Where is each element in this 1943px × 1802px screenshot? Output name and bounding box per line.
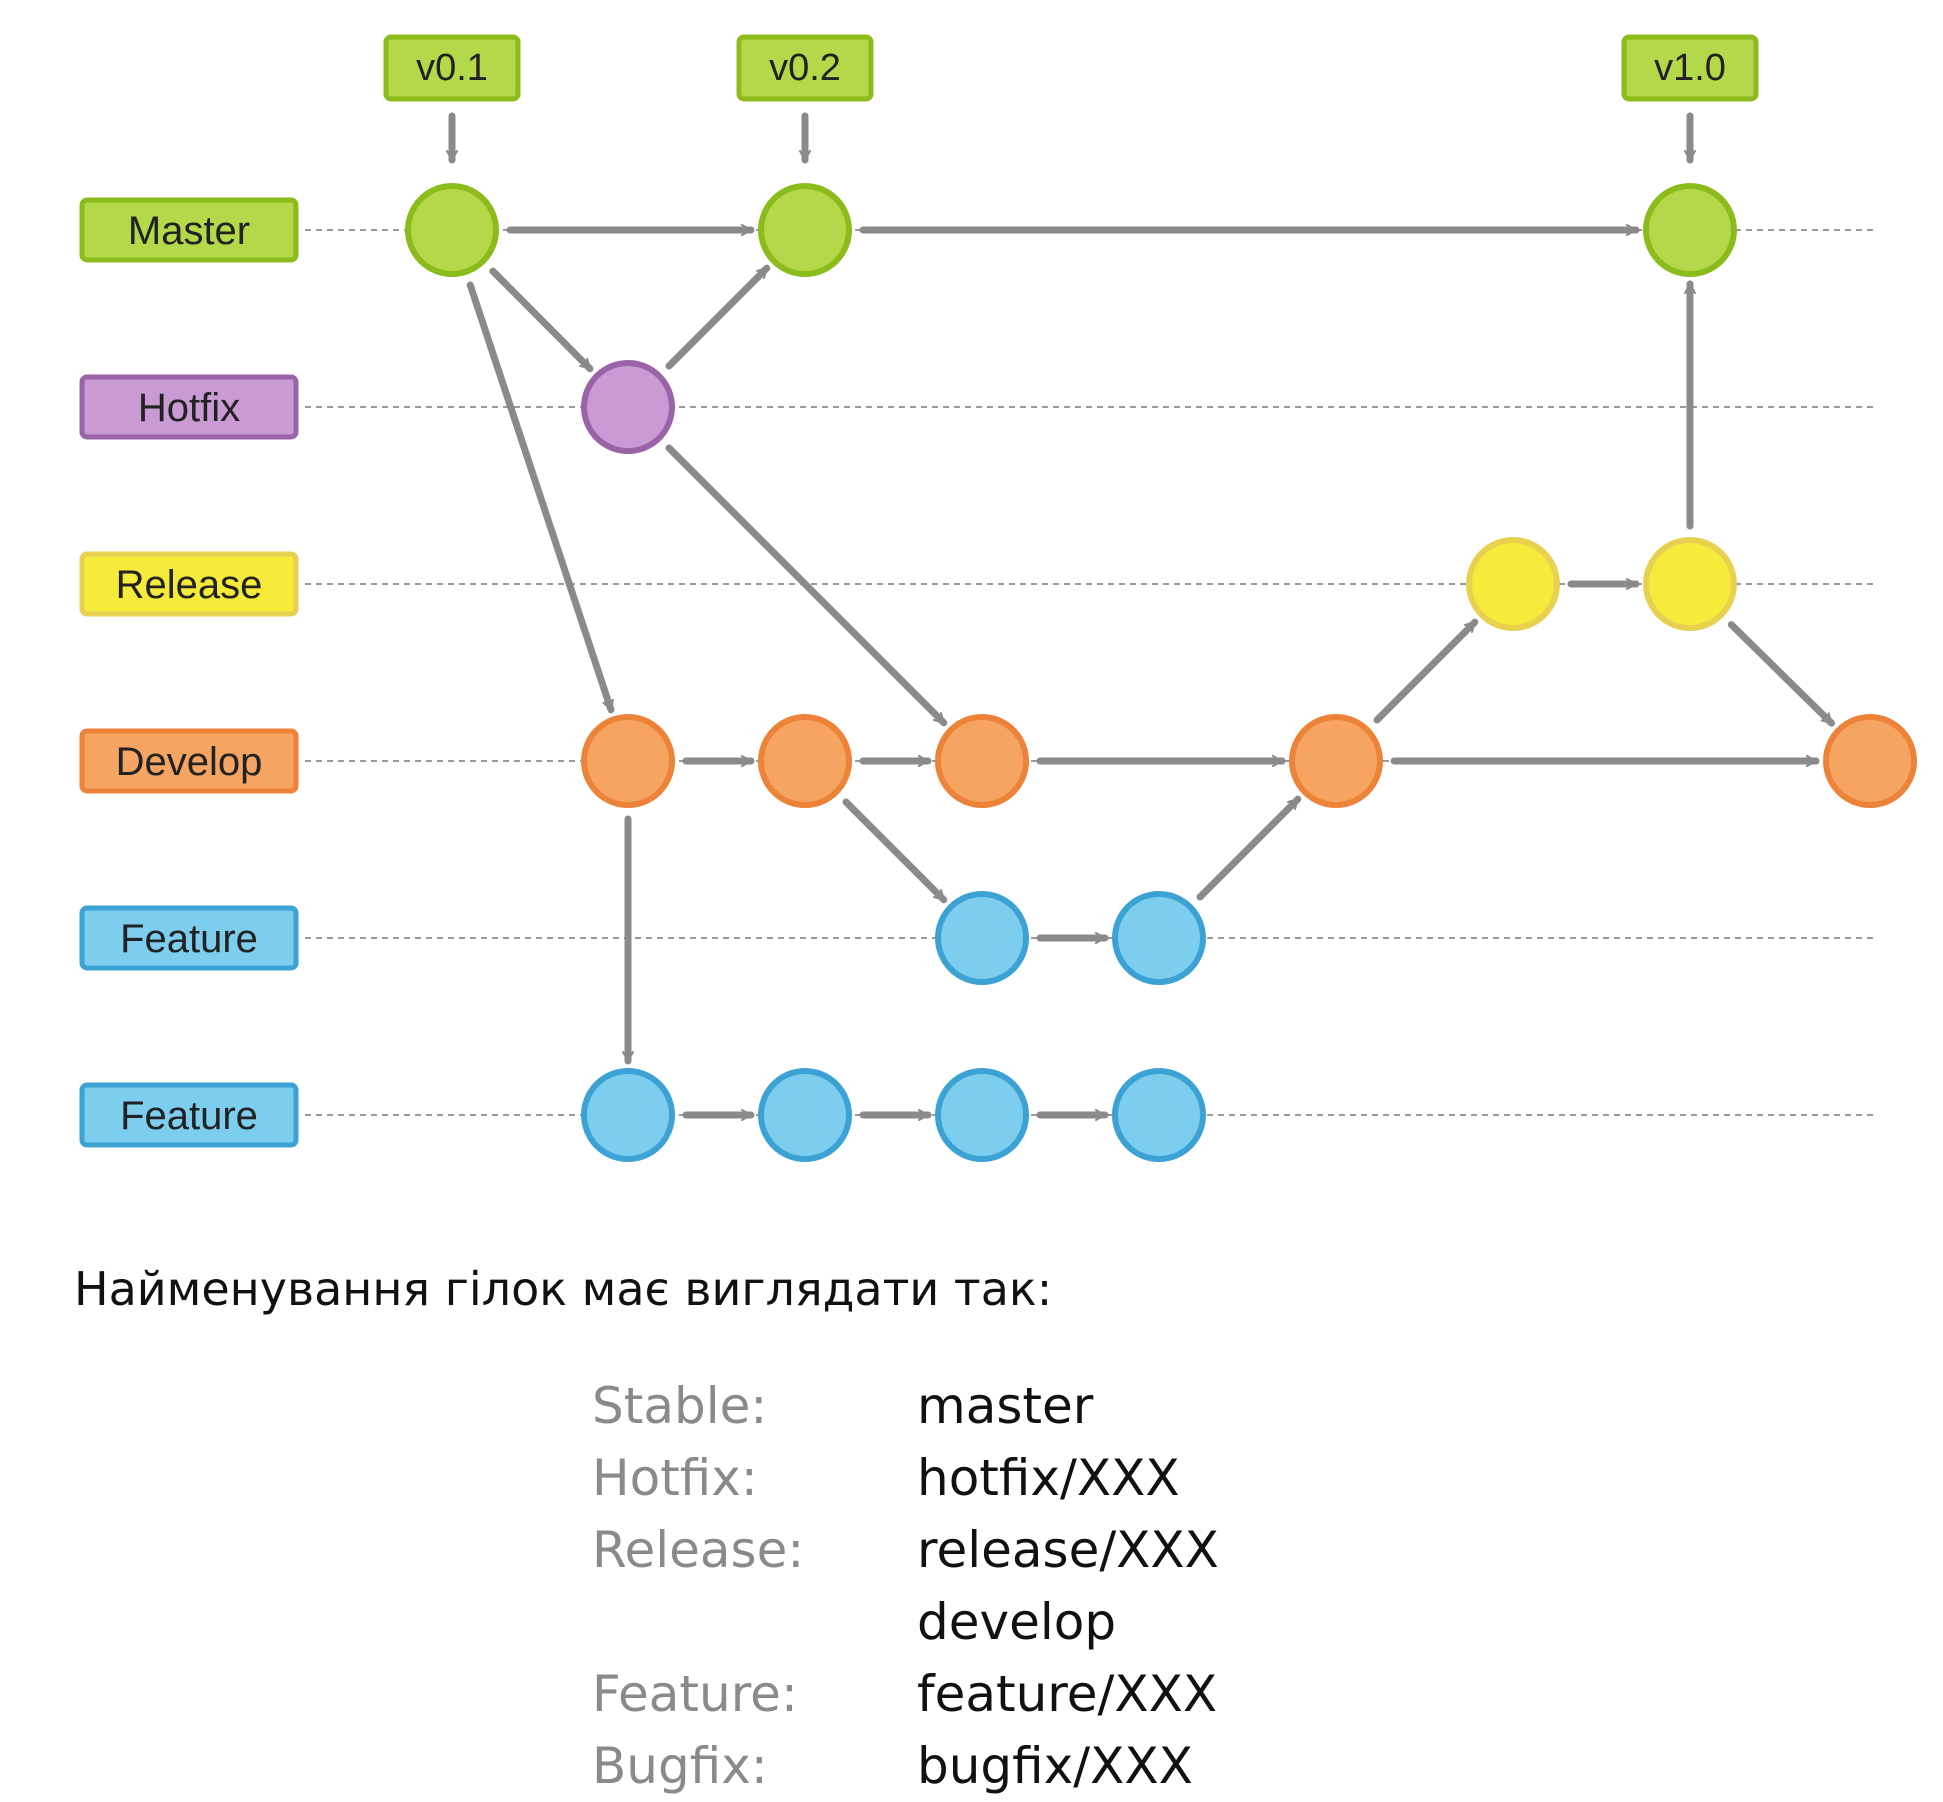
naming-row: Bugfix: bugfix/XXX <box>592 1730 1219 1802</box>
commit-node-d5 <box>1823 714 1917 808</box>
version-tag: v1.0 <box>1621 34 1759 164</box>
lane-label-text: Develop <box>116 740 263 784</box>
commit-node-m3 <box>1643 183 1737 277</box>
develop-branch-label: Develop <box>79 728 299 794</box>
branch-kind-label: Bugfix: <box>592 1737 768 1795</box>
naming-row: Hotfix: hotfix/XXX <box>592 1442 1219 1514</box>
version-tag: v0.2 <box>736 34 874 164</box>
naming-row: Stable: master <box>592 1370 1219 1442</box>
commit-node-d1 <box>581 714 675 808</box>
commit-node-m1 <box>405 183 499 277</box>
edge-arrow-d2-to-fa1 <box>842 798 948 904</box>
branch-name-pattern: feature/XXX <box>917 1665 1218 1723</box>
branch-name-pattern: release/XXX <box>917 1521 1219 1579</box>
branch-naming-caption: Найменування гілок має виглядати так: <box>74 1262 1053 1316</box>
commit-node-fa2 <box>1112 891 1206 985</box>
version-tag: v0.1 <box>383 34 521 164</box>
commit-node-fb2 <box>758 1068 852 1162</box>
commit-node-r1 <box>1466 537 1560 631</box>
lane-label-text: Feature <box>120 1094 258 1138</box>
commit-node-d4 <box>1289 714 1383 808</box>
version-tag-text: v0.1 <box>416 47 488 89</box>
naming-row: develop <box>592 1586 1219 1658</box>
lane-label-text: Master <box>128 209 250 253</box>
branch-kind-label: Feature: <box>592 1665 798 1723</box>
edge-arrow-r2-to-d5 <box>1727 621 1835 727</box>
lane-label-text: Feature <box>120 917 258 961</box>
naming-row: Release: release/XXX <box>592 1514 1219 1586</box>
branch-kind-label: Release: <box>592 1521 805 1579</box>
branch-name-pattern: develop <box>917 1593 1117 1651</box>
commit-node-fb1 <box>581 1068 675 1162</box>
branch-name-pattern: hotfix/XXX <box>917 1449 1180 1507</box>
edge-arrow-h1-to-m2 <box>665 264 771 370</box>
release-branch-label: Release <box>79 551 299 617</box>
version-tag-text: v1.0 <box>1654 47 1726 89</box>
feature-branch-label: Feature <box>79 1082 299 1148</box>
lane-label-text: Hotfix <box>138 386 240 430</box>
commit-node-fb4 <box>1112 1068 1206 1162</box>
commit-node-r2 <box>1643 537 1737 631</box>
branch-name-pattern: bugfix/XXX <box>917 1737 1193 1795</box>
branch-kind-label <box>592 1586 917 1658</box>
commit-node-h1 <box>581 360 675 454</box>
branch-kind-label: Stable: <box>592 1377 768 1435</box>
version-tag-text: v0.2 <box>769 47 841 89</box>
commit-node-m2 <box>758 183 852 277</box>
hotfix-branch-label: Hotfix <box>79 374 299 440</box>
edge-arrow-m1-to-h1 <box>489 267 594 373</box>
commit-node-d2 <box>758 714 852 808</box>
edge-arrow-h1-to-d3 <box>665 444 948 727</box>
edge-arrow-fa2-to-d4 <box>1196 795 1302 901</box>
feature-branch-label: Feature <box>79 905 299 971</box>
commit-node-fb3 <box>935 1068 1029 1162</box>
master-branch-label: Master <box>79 197 299 263</box>
edge-arrow-m1-to-d1 <box>466 281 615 714</box>
branch-kind-label: Hotfix: <box>592 1449 758 1507</box>
lane-label-text: Release <box>116 563 263 607</box>
git-flow-diagram: MasterHotfixReleaseDevelopFeatureFeature… <box>79 34 1917 1162</box>
edge-arrow-d4-to-r1 <box>1373 618 1479 724</box>
commit-node-fa1 <box>935 891 1029 985</box>
naming-row: Feature: feature/XXX <box>592 1658 1219 1730</box>
commit-node-d3 <box>935 714 1029 808</box>
branch-name-pattern: master <box>917 1377 1094 1435</box>
